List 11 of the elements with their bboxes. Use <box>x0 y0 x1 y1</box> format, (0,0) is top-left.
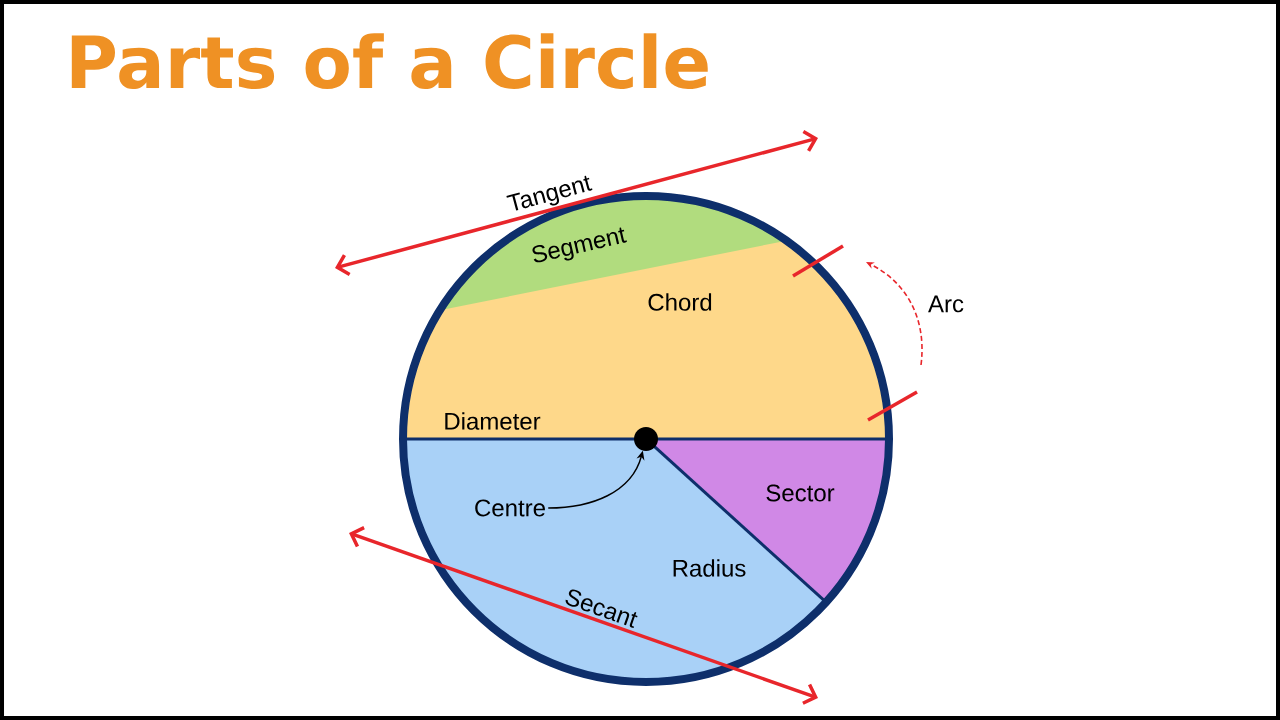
part-label: Centre <box>475 499 545 517</box>
part-label: Sector <box>766 484 835 502</box>
centre-dot <box>634 427 658 451</box>
part-label: Chord <box>648 293 712 311</box>
part-label: Segment <box>532 227 627 263</box>
part-label: Arc <box>928 295 964 313</box>
part-label: Radius <box>673 559 746 577</box>
part-label: Diameter <box>445 412 541 430</box>
part-label: Tangent <box>506 175 593 211</box>
title: Parts of a Circle <box>71 33 708 89</box>
part-label: Secant <box>565 589 638 628</box>
